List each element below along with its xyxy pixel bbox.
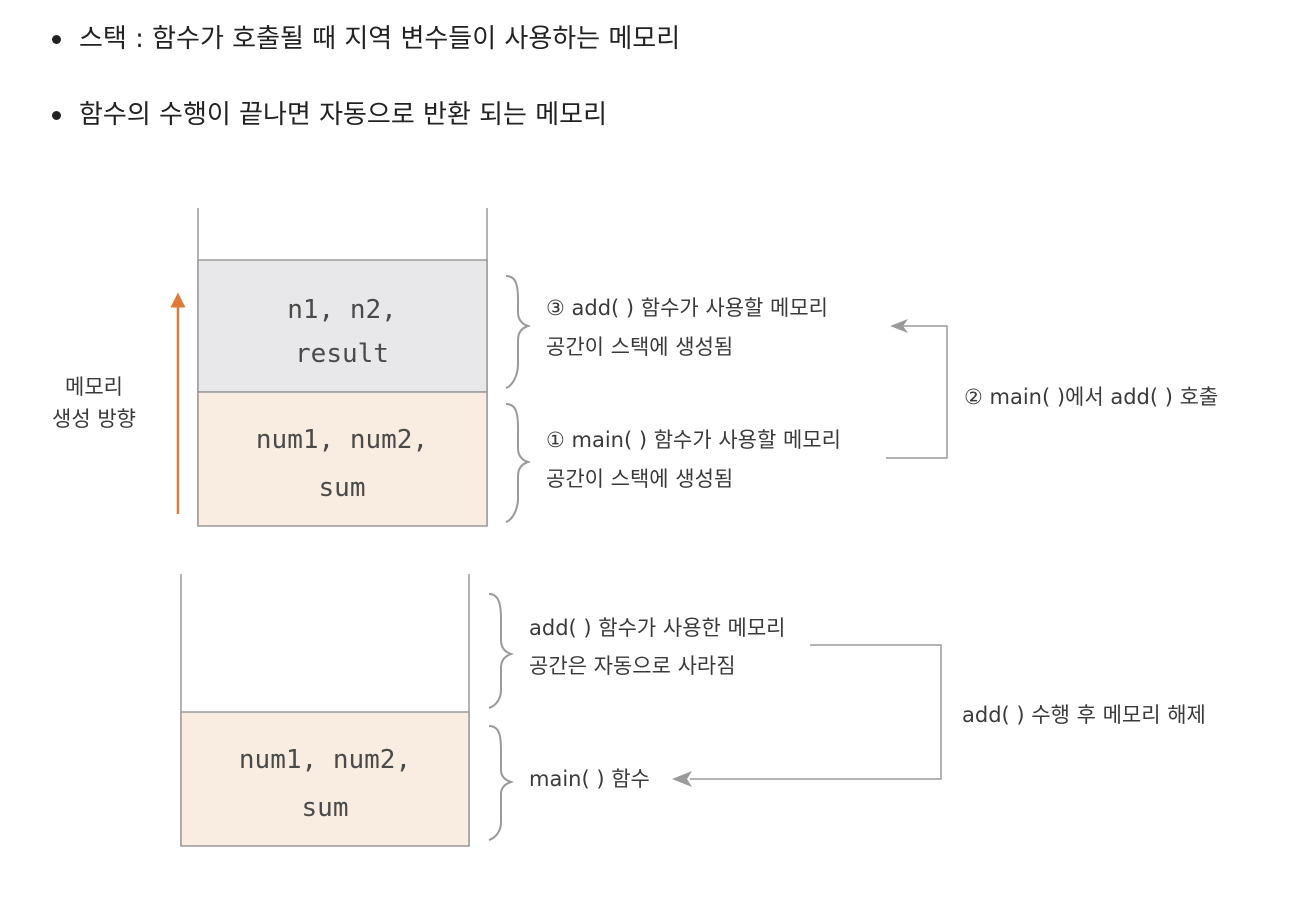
brace-main — [488, 725, 515, 841]
note-main-alloc-line1: ① main( ) 함수가 사용할 메모리 — [546, 428, 841, 452]
call-label: ② main( )에서 add( ) 호출 — [964, 385, 1218, 409]
bullet-text: 함수의 수행이 끝나면 자동으로 반환 되는 메모리 — [79, 100, 607, 130]
bullet-dot — [52, 111, 61, 120]
call-arrowhead — [890, 319, 908, 333]
cell-text-line2: sum — [302, 793, 349, 823]
release-label: add( ) 수행 후 메모리 해제 — [962, 703, 1206, 727]
cell-text-line2: sum — [319, 473, 366, 503]
cell-text-line1: num1, num2, — [239, 745, 411, 775]
cell-text-line1: n1, n2, — [287, 295, 397, 325]
cell-text-line2: result — [295, 339, 389, 369]
bottom-stack: num1, num2, sum — [180, 574, 470, 847]
stack-cell-add — [197, 259, 488, 393]
stack-cell-main — [180, 711, 470, 847]
note-freed-line2: 공간은 자동으로 사라짐 — [529, 654, 736, 678]
note-freed-line1: add( ) 함수가 사용한 메모리 — [529, 616, 786, 640]
release-connector — [690, 644, 942, 780]
bullet-text: 스택 : 함수가 호출될 때 지역 변수들이 사용하는 메모리 — [79, 24, 681, 54]
cell-text-line1: num1, num2, — [256, 425, 428, 455]
top-stack: n1, n2, result num1, num2, sum — [197, 208, 488, 527]
brace-lower — [505, 403, 532, 523]
side-label-line2: 생성 방향 — [52, 407, 136, 431]
brace-freed — [488, 593, 515, 709]
brace-upper — [505, 275, 532, 389]
call-connector — [886, 325, 948, 459]
note-main-function: main( ) 함수 — [529, 767, 650, 791]
side-label-line1: 메모리 — [65, 375, 123, 399]
note-add-alloc-line1: ③ add( ) 함수가 사용할 메모리 — [546, 296, 828, 320]
bullet-dot — [52, 35, 61, 44]
stack-cell-main — [197, 391, 488, 527]
note-main-alloc-line2: 공간이 스택에 생성됨 — [546, 467, 733, 491]
note-add-alloc-line2: 공간이 스택에 생성됨 — [546, 335, 733, 359]
release-arrowhead — [672, 771, 692, 787]
